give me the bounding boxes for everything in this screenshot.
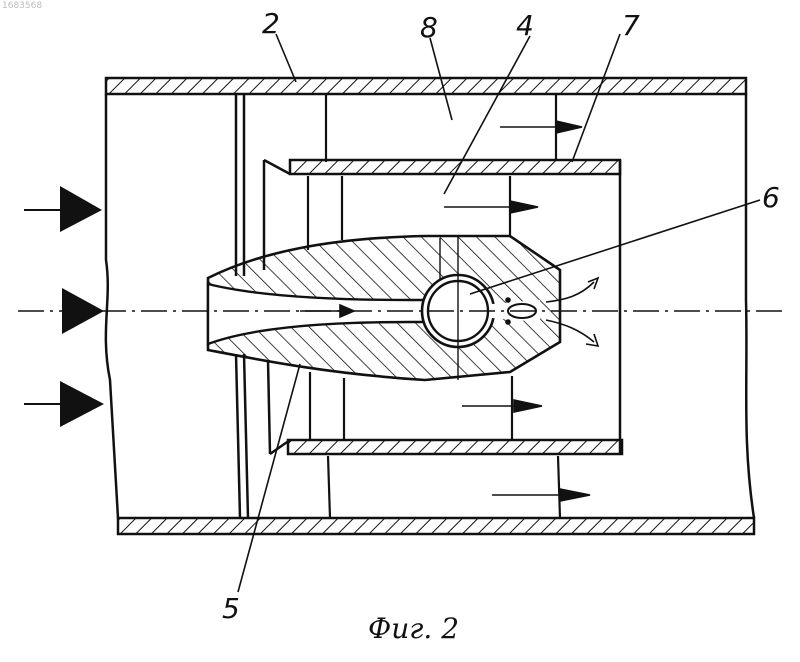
label-2: 2: [262, 7, 280, 40]
label-5: 5: [222, 592, 240, 625]
inlet-arrow-middle: [62, 288, 104, 334]
label-4: 4: [516, 9, 534, 42]
label-6: 6: [762, 181, 780, 214]
label-7: 7: [622, 9, 640, 42]
inlet-arrow-top: [24, 186, 102, 232]
document-number: 1683568: [2, 1, 42, 11]
inlet-arrow-bottom: [24, 381, 104, 427]
figure-caption: Фиг. 2: [368, 612, 459, 645]
label-8: 8: [420, 11, 438, 44]
nozzle-body: [208, 236, 560, 380]
